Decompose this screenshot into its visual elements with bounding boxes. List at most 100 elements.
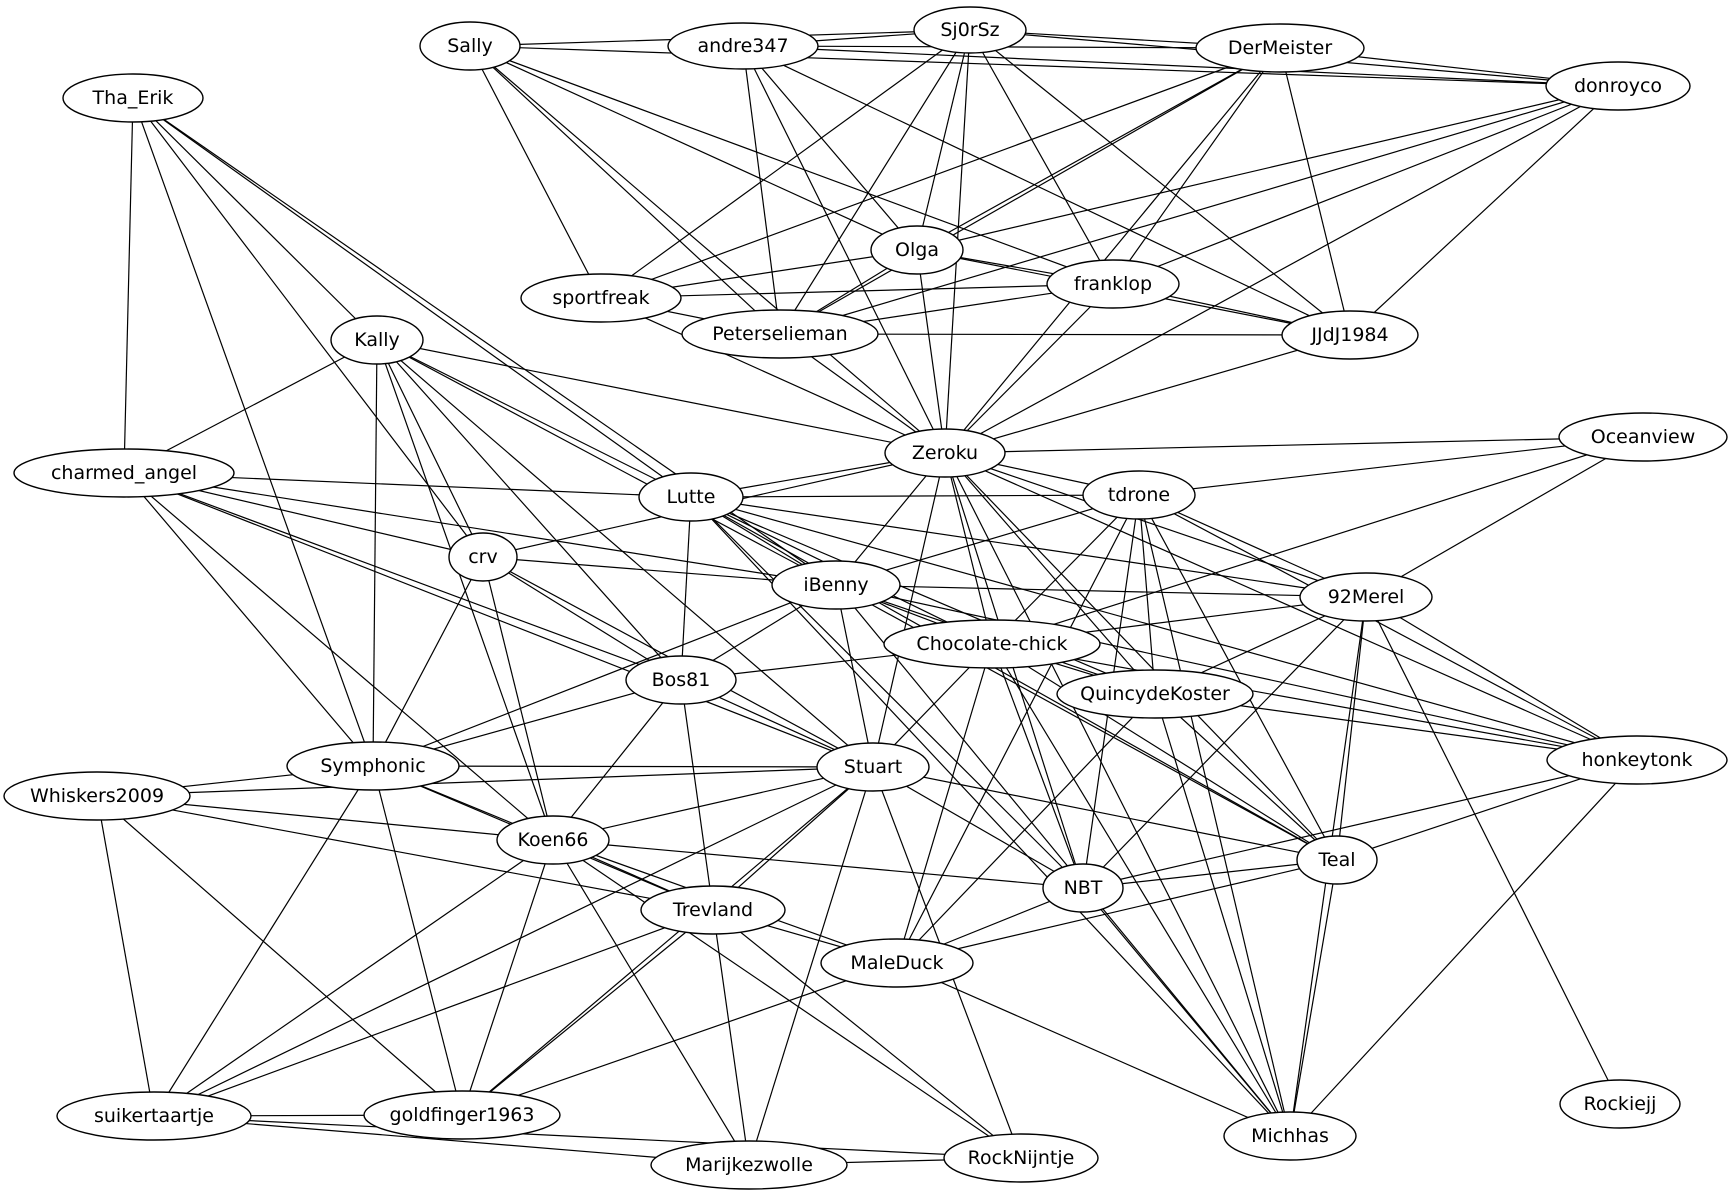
node-jjdj1984[interactable]: JJdJ1984 [1281,310,1419,360]
node-olga[interactable]: Olga [870,225,964,275]
edge-ibenny-michhas [835,584,1291,1137]
node-rockiejj[interactable]: Rockiejj [1559,1079,1681,1129]
node-92merel[interactable]: 92Merel [1299,572,1433,622]
node-symphonic[interactable]: Symphonic [286,741,460,791]
edge-honkeytonk-nbt [1082,759,1638,889]
edge-koen66-nbt [552,839,1084,889]
node-shape [681,309,879,359]
edge-quincydekoster-maleduck [896,693,1156,964]
node-oceanview[interactable]: Oceanview [1558,412,1728,462]
node-shape [1195,23,1365,73]
node-marijkezwolle[interactable]: Marijkezwolle [650,1140,848,1190]
edge-oceanview-tdrone [1138,436,1644,496]
node-chocolate-chick[interactable]: Chocolate-chick [883,619,1101,669]
edge-andre347-dermeister [742,45,1281,49]
node-andre347[interactable]: andre347 [667,22,819,70]
node-lutte[interactable]: Lutte [638,472,744,522]
node-franklop[interactable]: franklop [1046,259,1180,309]
edge-chocolate-chick-michhas [991,643,1291,1137]
edge-tha-erik-symphonic [132,97,374,767]
edge-koen66-marijkezwolle [552,839,750,1166]
edge-92merel-nbt [1082,596,1367,889]
edge-kally-ibenny [376,339,837,586]
node-shape [62,73,204,123]
edge-andre347-olga [742,45,918,251]
node-label: Michhas [1251,1125,1329,1147]
node-label: Kally [354,329,400,351]
edge-maleduck-goldfinger1963 [461,962,898,1116]
node-donroyco[interactable]: donroyco [1545,61,1691,111]
edge-donroyco-zeroku [944,85,1619,454]
node-label: Chocolate-chick [916,633,1067,655]
node-stuart[interactable]: Stuart [816,742,930,792]
edge-chocolate-chick-honkeytonk [991,643,1638,761]
node-crv[interactable]: crv [448,532,518,582]
node-label: donroyco [1574,75,1662,97]
node-label: Olga [895,239,939,261]
node-label: Trevland [672,899,753,921]
node-shape [913,6,1027,54]
edge-donroyco-jjdj1984 [1349,85,1619,336]
edge-quincydekoster-michhas [1154,693,1291,1137]
edge-tha-erik-lutte [132,97,692,498]
node-shape [286,741,460,791]
node-suikertaartje[interactable]: suikertaartje [56,1091,252,1141]
node-sportfreak[interactable]: sportfreak [520,273,682,323]
edge-stuart-suikertaartje [153,766,874,1117]
edge-whiskers2009-suikertaartje [96,795,155,1117]
edge-stuart-marijkezwolle [748,766,874,1166]
node-zeroku[interactable]: Zeroku [884,428,1006,478]
node-trevland[interactable]: Trevland [640,885,786,935]
edge-charmed-angel-symphonic [123,472,374,767]
edge-lutte-92merel [690,496,1367,598]
edge-stuart-whiskers2009 [96,766,874,797]
edge-maleduck-michhas [896,962,1291,1137]
edge-kally-zeroku [376,339,946,454]
node-rocknijntje[interactable]: RockNijntje [943,1133,1099,1183]
node-label: sportfreak [552,287,649,309]
node-label: Marijkezwolle [685,1154,813,1176]
edge-dermeister-franklop [1112,47,1281,285]
node-shape [1299,572,1433,622]
edge-kally-symphonic [372,339,378,767]
node-tdrone[interactable]: tdrone [1082,470,1196,520]
node-shape [3,771,191,821]
node-tha-erik[interactable]: Tha_Erik [62,73,204,123]
node-label: Stuart [844,756,902,778]
edge-lutte-bos81 [680,496,692,681]
node-label: franklop [1074,273,1152,295]
node-quincydekoster[interactable]: QuincydeKoster [1056,669,1254,719]
node-sally[interactable]: Sally [419,21,521,71]
node-label: charmed_angel [51,462,197,484]
edge-tdrone-quincydekoster [1138,494,1156,695]
node-label: Sj0rSz [940,19,999,41]
node-sj0rsz[interactable]: Sj0rSz [913,6,1027,54]
node-koen66[interactable]: Koen66 [496,815,610,865]
node-label: Bos81 [652,669,711,691]
node-label: Lutte [667,486,716,508]
edge-sportfreak-zeroku [600,297,946,454]
edge-tha-erik-charmed-angel [123,97,134,474]
node-whiskers2009[interactable]: Whiskers2009 [3,771,191,821]
node-charmed-angel[interactable]: charmed_angel [13,448,235,498]
node-layer: Sally andre347 Sj0rSz DerMeister donroyco Tha… [3,6,1728,1190]
node-michhas[interactable]: Michhas [1223,1111,1357,1161]
edge-symphonic-goldfinger1963 [372,765,463,1116]
node-ibenny[interactable]: iBenny [771,560,901,610]
node-peterselieman[interactable]: Peterselieman [681,309,879,359]
node-bos81[interactable]: Bos81 [625,655,737,705]
node-kally[interactable]: Kally [330,315,424,365]
node-maleduck[interactable]: MaleDuck [820,938,974,988]
node-shape [496,815,610,865]
node-dermeister[interactable]: DerMeister [1195,23,1365,73]
edge-lutte-tdrone [690,494,1140,498]
node-label: suikertaartje [94,1105,214,1127]
node-nbt[interactable]: NBT [1042,863,1124,913]
node-teal[interactable]: Teal [1296,835,1378,885]
edge-kally-crv [376,339,484,558]
node-label: honkeytonk [1581,749,1692,771]
node-goldfinger1963[interactable]: goldfinger1963 [363,1090,561,1140]
edge-zeroku-quincydekoster [944,452,1156,695]
edge-tdrone-honkeytonk [1138,494,1638,761]
node-honkeytonk[interactable]: honkeytonk [1546,735,1728,785]
